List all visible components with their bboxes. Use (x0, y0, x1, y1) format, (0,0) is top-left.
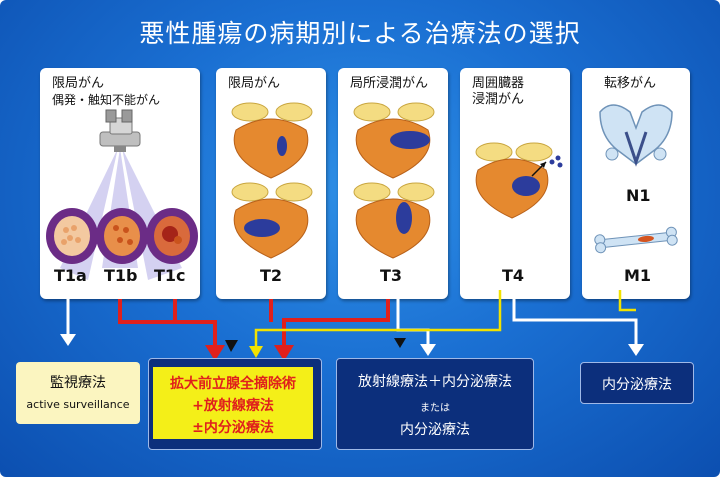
hormone-line1: 内分泌療法 (602, 377, 672, 393)
hormone-box: 内分泌療法 (580, 362, 694, 404)
surgery-highlight: 拡大前立腺全摘除術 +放射線療法 ±内分泌療法 (153, 367, 313, 439)
panel-t4-title-line1: 周囲臓器 (472, 76, 525, 91)
panel-t3-title: 局所浸潤がん (338, 76, 448, 92)
diagram-title: 悪性腫瘍の病期別による治療法の選択 (139, 19, 581, 48)
panel-t2: 限局がん T2 (216, 68, 326, 299)
panel-t1: 限局がん 偶発・触知不能がん (40, 68, 200, 299)
radiation-line3: 内分泌療法 (400, 422, 470, 438)
surgery-line3: ±内分泌療法 (192, 420, 274, 436)
panel-t1-title: 限局がん 偶発・触知不能がん (40, 76, 200, 108)
bone-illustration (594, 104, 678, 254)
stage-label-n1: N1 (626, 186, 651, 205)
panel-t3-title-line1: 局所浸潤がん (350, 76, 429, 91)
radiation-line2: または (420, 403, 450, 414)
microscope-illustration (46, 109, 198, 280)
stage-label-t1a: T1a (54, 266, 87, 285)
panel-t1-title-line1: 限局がん (52, 76, 105, 91)
panel-t4-title: 周囲臓器 浸潤がん (460, 76, 570, 108)
surgery-box: 拡大前立腺全摘除術 +放射線療法 ±内分泌療法 (148, 358, 322, 450)
panel-t2-title: 限局がん (216, 76, 326, 92)
prostate-illustration-t3 (353, 102, 435, 259)
radiation-line1: 放射線療法＋内分泌療法 (358, 374, 512, 390)
panel-t3: 局所浸潤がん T3 (338, 68, 448, 299)
panel-t2-title-line1: 限局がん (228, 76, 281, 91)
prostate-illustration-t2 (231, 102, 313, 259)
stage-label-t1c: T1c (154, 266, 186, 285)
arrow-red-surgery-1 (205, 345, 225, 361)
stage-label-t4: T4 (502, 266, 525, 285)
stage-label-t3: T3 (380, 266, 403, 285)
surveillance-box: 監視療法 active surveillance (16, 362, 140, 424)
arrow-to-radiation (420, 344, 436, 356)
surveillance-line1: 監視療法 (50, 375, 106, 391)
panel-t1-title-line2: 偶発・触知不能がん (52, 93, 161, 107)
panel-metastasis: 転移がん N1 M1 (582, 68, 690, 299)
surveillance-line2: active surveillance (26, 398, 130, 411)
surgery-line1: 拡大前立腺全摘除術 (170, 376, 296, 392)
arrow-to-hormone (628, 344, 644, 356)
arrow-yellow-surgery (249, 346, 263, 358)
stage-label-m1: M1 (624, 266, 652, 285)
radiation-box: 放射線療法＋内分泌療法 または 内分泌療法 (336, 358, 534, 450)
panel-metastasis-title-line1: 転移がん (604, 76, 657, 91)
panel-metastasis-title: 転移がん (582, 76, 690, 92)
surgery-line2: +放射線療法 (192, 398, 274, 414)
stage-label-t2: T2 (260, 266, 283, 285)
prostate-illustration-t4 (475, 142, 563, 219)
arrow-to-surveillance (60, 334, 76, 346)
panel-t4-title-line2: 浸潤がん (472, 92, 525, 107)
stage-label-t1b: T1b (104, 266, 138, 285)
panel-t4: 周囲臓器 浸潤がん T4 (460, 68, 570, 299)
arrow-red-surgery-2 (274, 345, 294, 361)
